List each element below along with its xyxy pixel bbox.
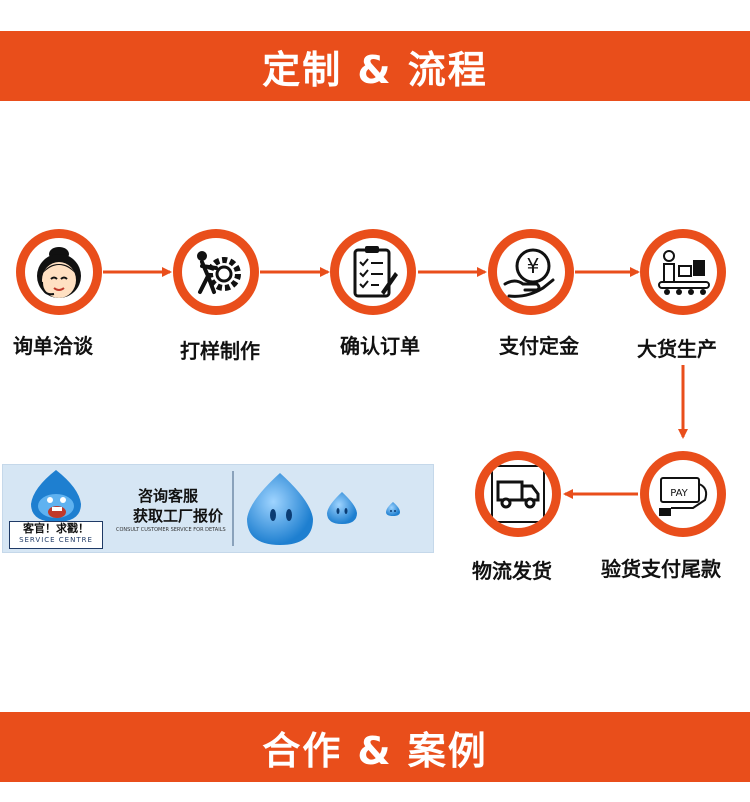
top-banner: 定制 & 流程	[0, 31, 750, 101]
step-sampling	[173, 229, 259, 315]
service-centre-badge: 客官！求戳！ SERVICE CENTRE	[9, 521, 103, 549]
checklist-icon	[339, 238, 407, 306]
mascot-small-icon	[386, 502, 400, 516]
step-deposit-label: 支付定金	[499, 334, 579, 358]
delivery-truck-icon	[484, 460, 552, 528]
step-shipping-label: 物流发货	[472, 559, 552, 583]
step-production-label: 大货生产	[637, 337, 717, 361]
step-sampling-label: 打样制作	[180, 339, 260, 363]
ad-english-caption: CONSULT CUSTOMER SERVICE FOR DETAILS	[116, 527, 226, 533]
svg-text:PAY: PAY	[670, 488, 688, 499]
step-deposit: ¥	[488, 229, 574, 315]
production-line-icon	[649, 238, 717, 306]
step-inquiry-label: 询单洽谈	[13, 334, 93, 358]
customer-service-banner[interactable]: 客官！求戳！ SERVICE CENTRE 咨询客服 获取工厂报价 CONSUL…	[2, 464, 434, 553]
mascot-icon	[31, 470, 81, 522]
step-production	[640, 229, 726, 315]
mascot-medium-icon	[327, 492, 357, 524]
step-inquiry	[16, 229, 102, 315]
step-final-payment-label: 验货支付尾款	[601, 557, 721, 581]
svg-text:¥: ¥	[527, 254, 540, 278]
ad-quote-text: 获取工厂报价	[133, 507, 224, 525]
step-shipping	[475, 451, 561, 537]
customer-service-icon	[25, 238, 93, 306]
bottom-banner: 合作 & 案例	[0, 712, 750, 782]
top-banner-title: 定制 & 流程	[262, 47, 488, 92]
bottom-banner-title: 合作 & 案例	[262, 728, 488, 773]
pay-card-icon: PAY	[649, 460, 717, 528]
yuan-coin-hand-icon: ¥	[497, 238, 565, 306]
ad-divider	[232, 471, 234, 546]
step-final-payment: PAY	[640, 451, 726, 537]
ad-consult-text: 咨询客服	[138, 487, 199, 505]
gear-worker-icon	[182, 238, 250, 306]
badge-subtext: SERVICE CENTRE	[19, 536, 93, 544]
badge-text: 客官！求戳！	[23, 522, 89, 535]
mascot-large-icon	[247, 473, 313, 545]
step-confirm-order-label: 确认订单	[340, 334, 420, 358]
step-confirm-order	[330, 229, 416, 315]
